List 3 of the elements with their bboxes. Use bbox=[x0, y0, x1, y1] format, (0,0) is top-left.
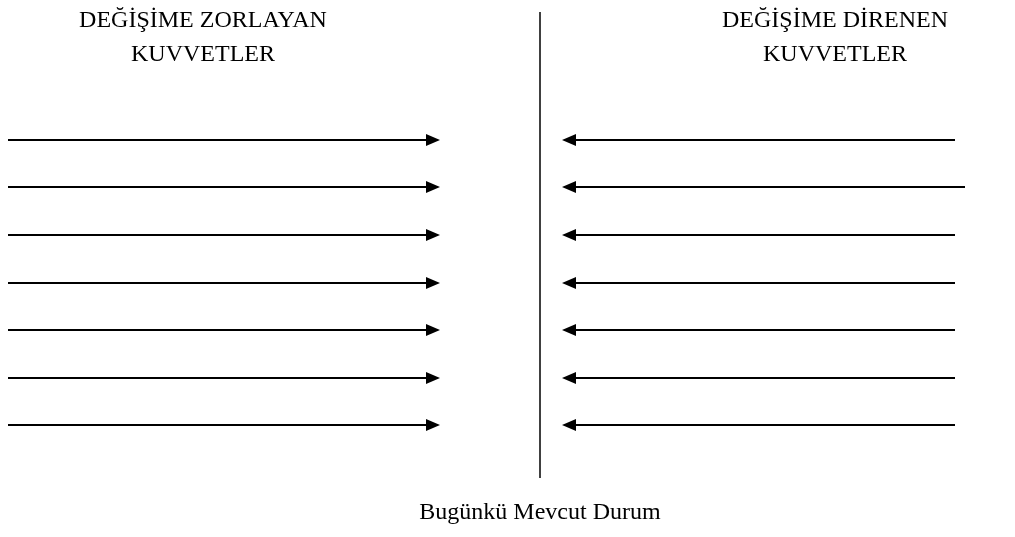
column-heading: DEĞİŞİME ZORLAYAN KUVVETLER bbox=[78, 5, 328, 68]
axis-caption: Bugünkü Mevcut Durum bbox=[418, 497, 662, 526]
column-heading: DEĞİŞİME DİRENEN KUVVETLER bbox=[721, 5, 949, 68]
